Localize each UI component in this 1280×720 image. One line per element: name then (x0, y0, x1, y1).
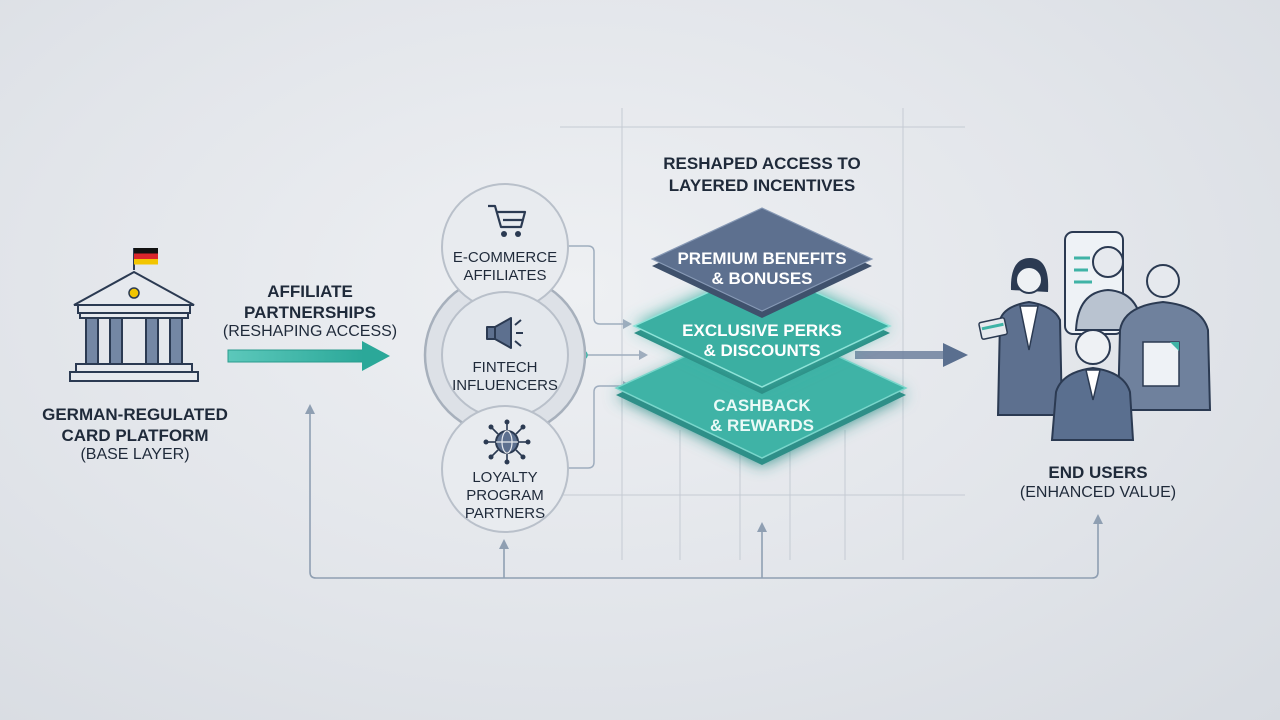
channel-loyalty-line3: PARTNERS (464, 505, 546, 522)
users-arrow-head (943, 343, 968, 367)
bank-building-icon (69, 248, 199, 382)
tier-premium-line1: PREMIUM BENEFITS (677, 249, 847, 268)
tier-cashback-line1: CASHBACK (713, 396, 811, 415)
tier-exclusive-line1: EXCLUSIVE PERKS (682, 321, 842, 340)
teal-arrow-shaft (227, 349, 364, 363)
channel-fintech[interactable]: FINTECH INFLUENCERS (441, 291, 569, 419)
megaphone-icon (486, 317, 523, 349)
affiliate-title-line1: AFFILIATE (267, 282, 353, 301)
channel-loyalty-line2: PROGRAM (466, 487, 544, 504)
shopping-cart-icon (488, 204, 527, 237)
tier-exclusive[interactable]: EXCLUSIVE PERKS & DISCOUNTS (662, 321, 862, 361)
users-title: END USERS (1048, 463, 1148, 482)
channel-loyalty[interactable]: LOYALTY PROGRAM PARTNERS (441, 405, 569, 533)
incentives-title-line1: RESHAPED ACCESS TO (663, 154, 861, 173)
channel-ecommerce-line1: E-COMMERCE (452, 249, 558, 266)
tier-exclusive-line2: & DISCOUNTS (703, 341, 821, 360)
affiliate-title: AFFILIATE PARTNERSHIPS (225, 281, 395, 323)
channel-ecommerce-line2: AFFILIATES (463, 267, 547, 284)
teal-arrow-head (362, 341, 390, 371)
network-globe-icon (483, 419, 531, 465)
end-users-illustration (978, 231, 1212, 441)
base-title-line1: GERMAN-REGULATED (42, 405, 228, 424)
incentives-title-line2: LAYERED INCENTIVES (668, 176, 856, 195)
channel-loyalty-line1: LOYALTY (472, 469, 538, 486)
channel-fintech-line1: FINTECH (472, 359, 538, 376)
affiliate-subtitle: (RESHAPING ACCESS) (222, 323, 398, 340)
tier-premium[interactable]: PREMIUM BENEFITS & BONUSES (662, 249, 862, 289)
users-subtitle: (ENHANCED VALUE) (1019, 484, 1177, 501)
base-subtitle: (BASE LAYER) (80, 446, 190, 463)
affiliate-title-line2: PARTNERSHIPS (244, 303, 376, 322)
tier-cashback-line2: & REWARDS (710, 416, 814, 435)
incentives-title: RESHAPED ACCESS TO LAYERED INCENTIVES (632, 153, 892, 197)
base-title-line2: CARD PLATFORM (61, 426, 209, 445)
incentive-stack (614, 207, 908, 465)
tier-cashback[interactable]: CASHBACK & REWARDS (662, 396, 862, 436)
base-title: GERMAN-REGULATED CARD PLATFORM (30, 404, 240, 446)
channel-fintech-line2: INFLUENCERS (452, 377, 558, 394)
tier-premium-line2: & BONUSES (711, 269, 813, 288)
